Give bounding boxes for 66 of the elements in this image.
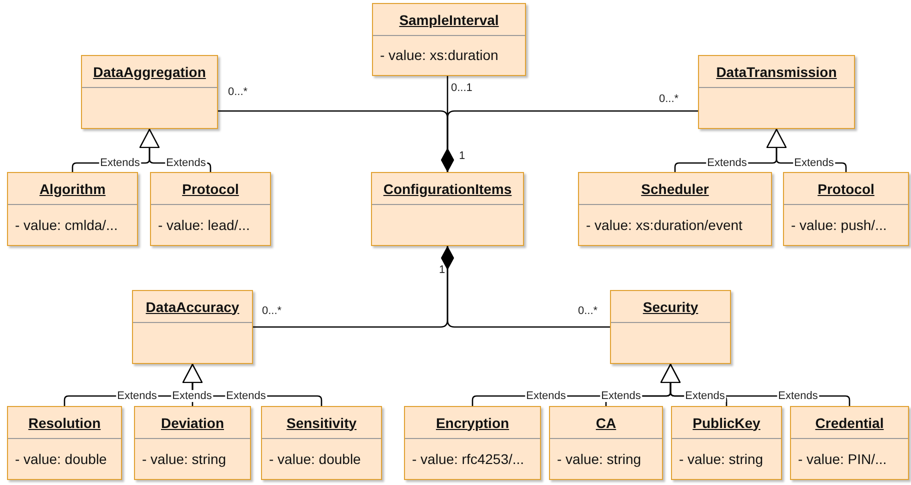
class-name: SampleInterval — [399, 12, 499, 28]
multiplicity-label: 0...* — [578, 305, 598, 317]
class-name: DataAccuracy — [146, 298, 240, 314]
edge-label: Extends — [793, 157, 835, 169]
class-box — [578, 172, 772, 246]
class-name: Encryption — [436, 414, 510, 430]
class-box — [698, 55, 855, 129]
class-box — [671, 406, 782, 480]
class-name: Algorithm — [39, 180, 106, 196]
class-box — [7, 172, 138, 246]
class-attribute: - value: xs:duration/event — [586, 216, 742, 232]
multiplicity-label: 0...1 — [451, 82, 472, 94]
class-box — [783, 172, 909, 246]
class-attribute: - value: xs:duration — [380, 47, 498, 63]
edge-label: Extends — [171, 390, 213, 402]
class-name: Scheduler — [641, 180, 709, 196]
class-box — [372, 3, 526, 76]
class-box — [261, 406, 382, 480]
class-name: DataAggregation — [93, 64, 206, 80]
class-attribute: - value: lead/... — [158, 216, 250, 232]
class-attribute: - value: rfc4253/... — [412, 450, 524, 466]
class-attribute: - value: string — [142, 450, 226, 466]
edge-label: Extends — [165, 157, 207, 169]
class-box — [81, 55, 218, 129]
class-attribute: - value: string — [679, 450, 764, 466]
edge-label: Extends — [116, 390, 158, 402]
class-name: DataTransmission — [716, 64, 837, 80]
class-name: Credential — [815, 414, 884, 430]
edge-label: Extends — [706, 157, 748, 169]
edge-label: Extends — [777, 390, 819, 402]
class-name: Protocol — [818, 180, 874, 196]
edge-label: Extends — [225, 390, 267, 402]
class-name: Security — [642, 298, 698, 314]
edge-label: Extends — [525, 390, 567, 402]
class-box — [790, 406, 909, 480]
class-box — [150, 172, 271, 246]
class-name: Deviation — [160, 414, 224, 430]
composition-connector — [441, 246, 610, 328]
edge-label: Extends — [600, 390, 642, 402]
composition-connector — [441, 110, 698, 172]
class-attribute: - value: cmlda/... — [15, 216, 118, 232]
class-attribute: - value: double — [269, 450, 361, 466]
class-box — [404, 406, 541, 480]
edge-label: Extends — [99, 157, 141, 169]
class-attribute: - value: push/... — [791, 216, 887, 232]
multiplicity-label: 0...* — [262, 305, 282, 317]
multiplicity-label: 1 — [439, 264, 446, 276]
class-name: CA — [596, 414, 616, 430]
class-box — [371, 172, 524, 246]
class-attribute: - value: double — [15, 450, 107, 466]
edge-label: Extends — [684, 390, 726, 402]
class-name: Protocol — [182, 180, 239, 196]
class-name: Resolution — [28, 414, 101, 430]
multiplicity-label: 0...* — [659, 93, 679, 105]
class-box — [549, 406, 663, 480]
class-box — [610, 290, 731, 364]
class-name: Sensitivity — [286, 414, 357, 430]
class-attribute: - value: PIN/... — [798, 450, 887, 466]
multiplicity-label: 0...* — [228, 86, 248, 98]
class-attribute: - value: string — [557, 450, 642, 466]
class-box — [134, 406, 251, 480]
multiplicity-label: 1 — [459, 150, 466, 162]
class-name: PublicKey — [692, 414, 760, 430]
class-box — [132, 290, 253, 364]
class-name: ConfigurationItems — [383, 180, 512, 196]
class-box — [7, 406, 122, 480]
